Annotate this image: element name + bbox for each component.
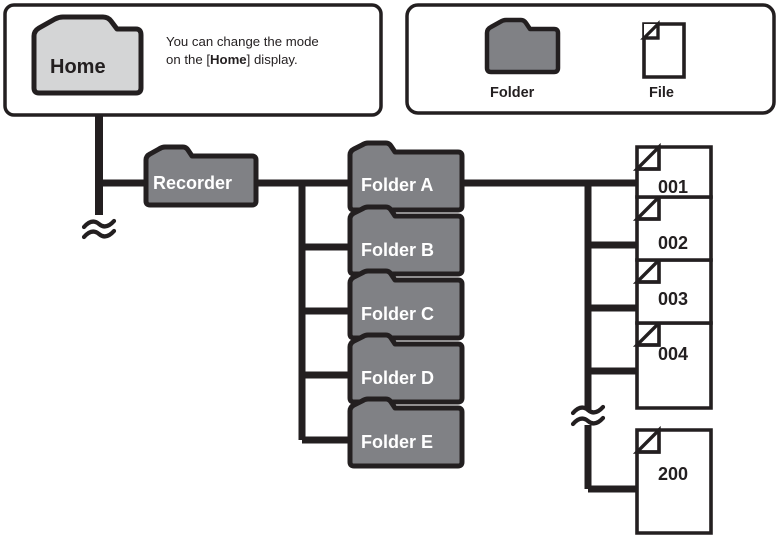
file-003-dogear-fold: [637, 260, 661, 284]
folder-a-label: Folder A: [361, 175, 434, 195]
home-note-text: You can change the mode on the [Home] di…: [166, 33, 366, 69]
file-004-dogear-fold: [637, 323, 661, 347]
folder-shapes: [347, 140, 465, 469]
legend-file-icon: [640, 20, 686, 79]
legend-box-frame: [405, 3, 776, 115]
folder-e-label: Folder E: [361, 432, 434, 452]
home-note-line-2-suffix: ] display.: [246, 52, 298, 68]
folder-c-label: Folder C: [361, 304, 435, 324]
file-002-label: 002: [658, 233, 689, 253]
folder-d-label: Folder D: [361, 368, 435, 388]
home-note-line-1: You can change the mode: [166, 34, 319, 49]
legend-folder-icon: [484, 17, 561, 75]
home-folder-shape[interactable]: [31, 14, 144, 96]
break-mark-file-trunk: [570, 404, 606, 427]
recorder-folder-label: Recorder: [153, 173, 233, 193]
file-004-label: 004: [658, 344, 689, 364]
folder-e-shape[interactable]: [347, 396, 465, 469]
file-001-dogear-fold: [637, 147, 661, 171]
file-001-label: 001: [658, 177, 689, 197]
folder-b-label: Folder B: [361, 240, 435, 260]
legend-label-folder: Folder: [490, 85, 535, 101]
file-200-shape[interactable]: [635, 428, 713, 535]
file-003-label: 003: [658, 289, 689, 309]
legend-label-file: File: [649, 85, 674, 101]
file-200-label: 200: [658, 464, 689, 484]
recorder-folder-shape[interactable]: [143, 144, 259, 208]
file-002-dogear-fold: [637, 197, 661, 221]
home-folder-label: Home: [50, 56, 106, 78]
file-200-dogear-fold: [637, 430, 661, 454]
home-note-line-2-prefix: on the [: [166, 52, 210, 68]
break-mark-home-trunk: [81, 218, 117, 240]
file-shapes: [632, 142, 713, 535]
home-note-line-2-bold: Home: [210, 52, 247, 68]
